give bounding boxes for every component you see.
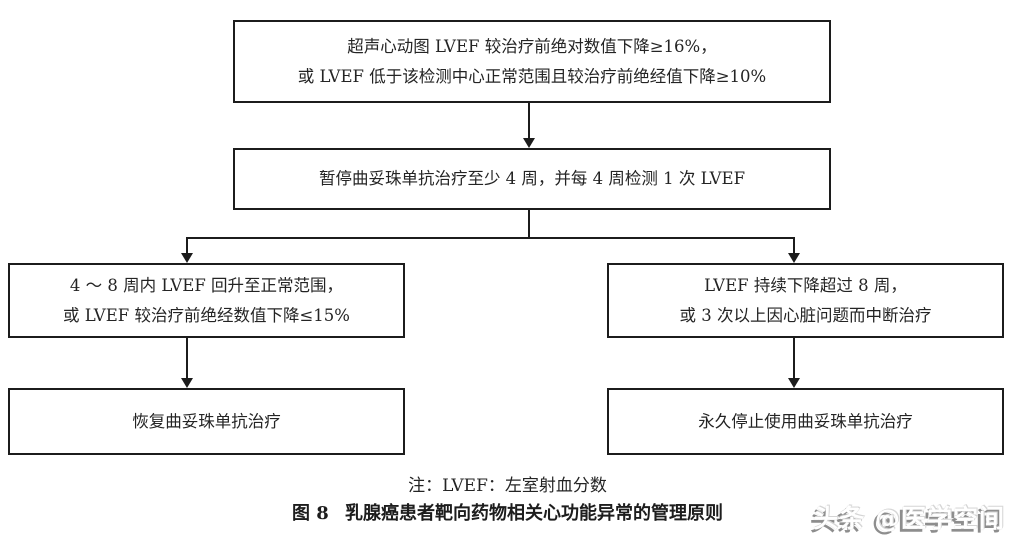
figure-note: 注：LVEF：左室射血分数 xyxy=(408,476,607,496)
arrowhead-persistent-to-stop xyxy=(788,378,800,388)
node-echo-criteria-line1: 超声心动图 LVEF 较治疗前绝对数值下降≥16%， xyxy=(347,36,717,56)
connector-branch-line xyxy=(186,237,795,239)
node-hold-trastuzumab-line1: 暂停曲妥珠单抗治疗至少 4 周，并每 4 周检测 1 次 LVEF xyxy=(318,169,746,188)
connector-branch-left xyxy=(186,237,188,254)
node-lvef-recovered-line2: 或 LVEF 较治疗前绝经数值下降≤15% xyxy=(63,305,350,325)
node-stop-treatment-line1: 永久停止使用曲妥珠单抗治疗 xyxy=(698,411,913,431)
connector-hold-stem xyxy=(528,210,530,239)
node-hold-trastuzumab: 暂停曲妥珠单抗治疗至少 4 周，并每 4 周检测 1 次 LVEF xyxy=(233,148,831,210)
arrowhead-echo-to-hold xyxy=(523,138,535,148)
arrowhead-recovered-to-resume xyxy=(181,378,193,388)
node-echo-criteria: 超声心动图 LVEF 较治疗前绝对数值下降≥16%， 或 LVEF 低于该检测中… xyxy=(233,20,831,103)
node-resume-treatment-line1: 恢复曲妥珠单抗治疗 xyxy=(132,411,281,431)
node-resume-treatment: 恢复曲妥珠单抗治疗 xyxy=(8,388,405,455)
figure-title: 乳腺癌患者靶向药物相关心功能异常的管理原则 xyxy=(344,503,723,524)
connector-recovered-to-resume xyxy=(186,338,188,379)
connector-branch-right xyxy=(793,237,795,254)
node-lvef-recovered: 4 ～ 8 周内 LVEF 回升至正常范围， 或 LVEF 较治疗前绝经数值下降… xyxy=(8,263,405,338)
connector-persistent-to-stop xyxy=(793,338,795,379)
watermark-text: 头条 @医学空间 xyxy=(813,504,1005,533)
connector-echo-to-hold xyxy=(528,103,530,139)
node-lvef-persistent: LVEF 持续下降超过 8 周， 或 3 次以上因心脏问题而中断治疗 xyxy=(607,263,1004,338)
node-echo-criteria-line2: 或 LVEF 低于该检测中心正常范围且较治疗前绝经值下降≥10% xyxy=(297,66,767,86)
arrowhead-branch-left xyxy=(181,253,193,263)
node-lvef-recovered-line1: 4 ～ 8 周内 LVEF 回升至正常范围， xyxy=(69,275,344,295)
figure-number: 图 8 xyxy=(292,503,329,524)
node-stop-treatment: 永久停止使用曲妥珠单抗治疗 xyxy=(607,388,1004,455)
arrowhead-branch-right xyxy=(788,253,800,263)
node-lvef-persistent-line1: LVEF 持续下降超过 8 周， xyxy=(704,275,907,295)
node-lvef-persistent-line2: 或 3 次以上因心脏问题而中断治疗 xyxy=(679,305,932,325)
figure-caption: 图 8 乳腺癌患者靶向药物相关心功能异常的管理原则 xyxy=(0,499,1015,525)
